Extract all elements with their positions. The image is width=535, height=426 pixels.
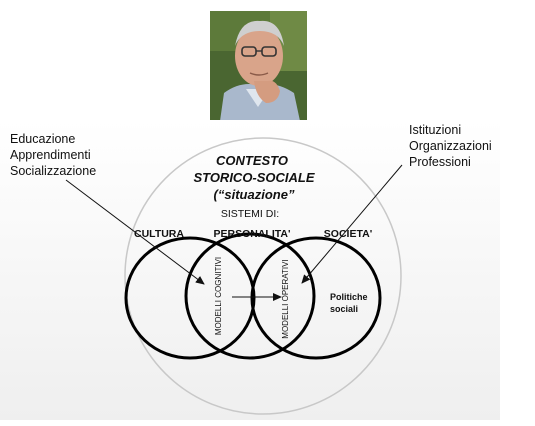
operative-models-label: MODELLI OPERATIVI <box>281 259 290 338</box>
personality-circle <box>184 232 316 360</box>
context-title-line-2: STORICO-SOCIALE <box>193 170 314 185</box>
social-policies-line-1: Politiche <box>330 292 368 302</box>
left-annotation-arrow <box>65 179 205 285</box>
culture-circle <box>124 236 256 360</box>
portrait-image <box>210 11 307 121</box>
portrait-photo <box>210 11 307 121</box>
systems-heading: SISTEMI DI: <box>221 208 279 220</box>
context-title-line-1: CONTESTO <box>216 153 288 168</box>
right-annotation-line-1: Istituzioni <box>409 123 461 137</box>
social-policies-line-2: sociali <box>330 304 358 314</box>
left-annotation-line-2: Apprendimenti <box>10 148 91 162</box>
personality-label: PERSONALITA' <box>214 228 291 240</box>
right-annotation-line-3: Professioni <box>409 155 471 169</box>
culture-label: CULTURA <box>134 228 184 240</box>
context-outer-circle <box>124 137 402 415</box>
right-annotation-arrow <box>301 164 403 284</box>
society-circle <box>250 236 382 360</box>
left-annotation-line-1: Educazione <box>10 132 75 146</box>
context-title-line-3: (“situazione” <box>214 187 295 202</box>
diagram-background <box>0 120 500 420</box>
left-annotation-line-3: Socializzazione <box>10 164 96 178</box>
society-label: SOCIETA' <box>324 228 372 240</box>
right-annotation-line-2: Organizzazioni <box>409 139 492 153</box>
cognitive-models-label: MODELLI COGNITIVI <box>214 257 223 335</box>
